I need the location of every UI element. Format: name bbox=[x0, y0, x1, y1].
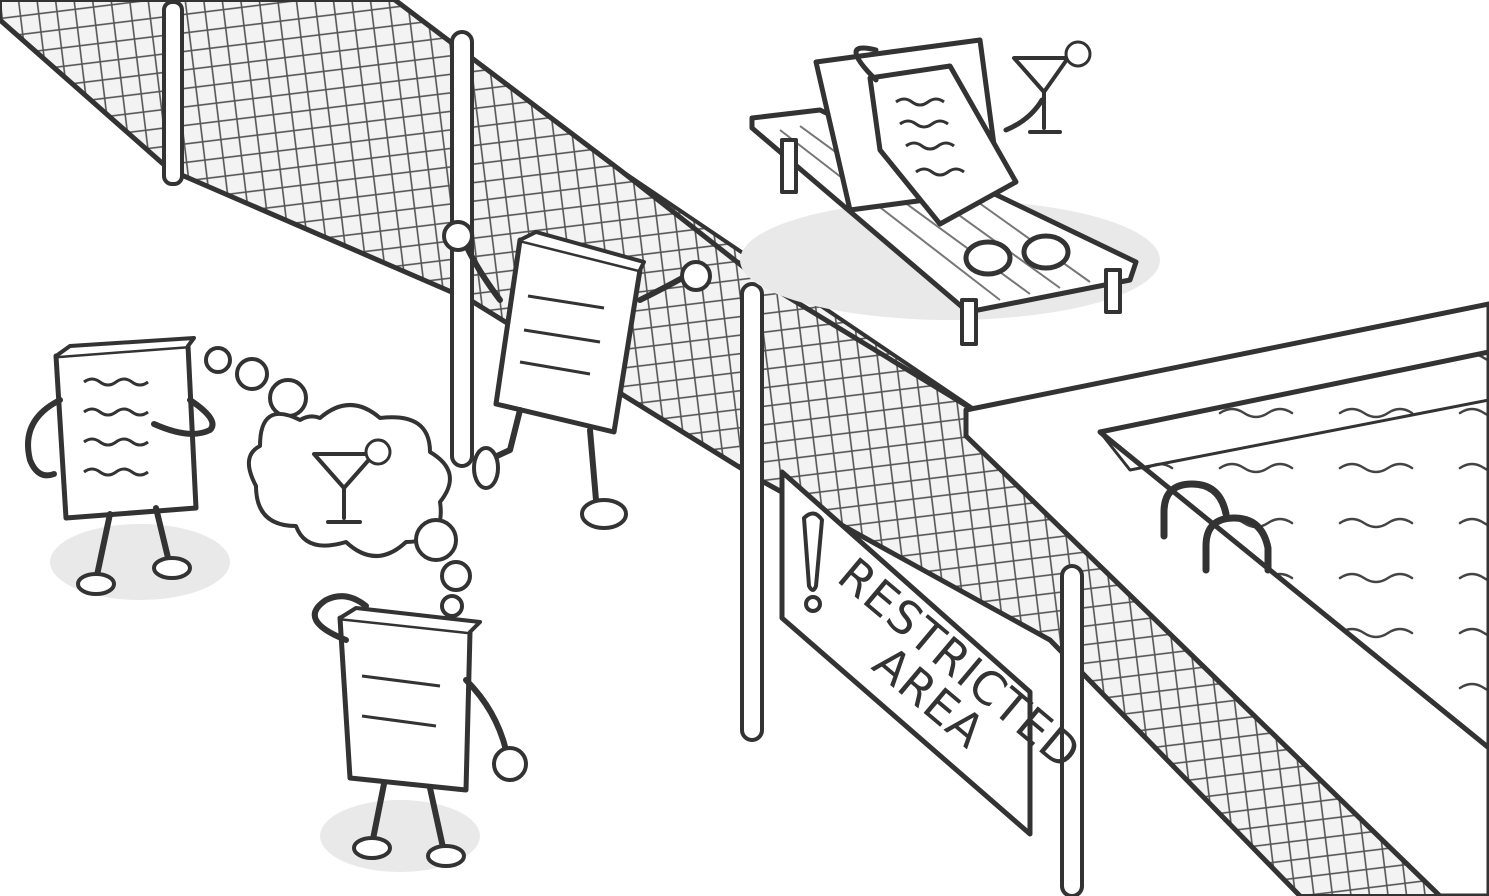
cocktail-glass-icon bbox=[312, 438, 392, 524]
cocktail-glass-icon bbox=[1012, 40, 1092, 134]
swimming-pool bbox=[963, 301, 1489, 896]
fence-post-4 bbox=[1060, 564, 1084, 896]
fence-post-3 bbox=[740, 282, 764, 742]
exclamation-icon bbox=[802, 511, 824, 613]
pool-water bbox=[1097, 349, 1489, 751]
thinking-document-character-left bbox=[25, 336, 230, 600]
thinking-document-character-bottom bbox=[311, 593, 528, 872]
relaxing-document-character bbox=[853, 40, 1092, 277]
climbing-document-character bbox=[442, 220, 712, 530]
thought-bubble bbox=[204, 346, 472, 618]
fence-post-1 bbox=[162, 0, 184, 186]
pool-ladder bbox=[1160, 480, 1272, 574]
